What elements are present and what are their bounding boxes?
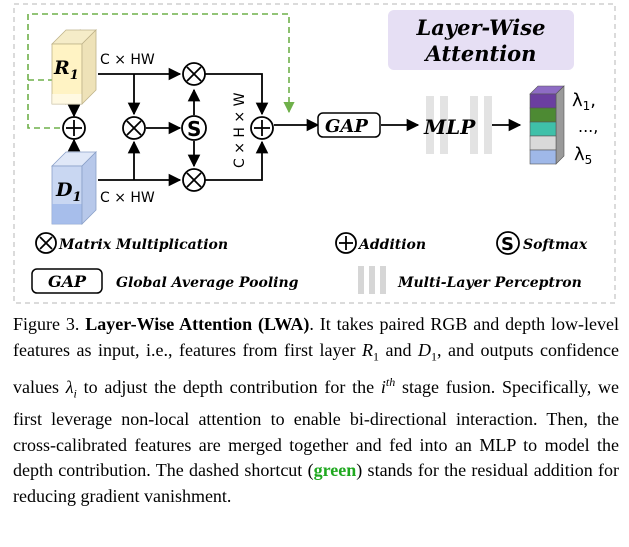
caption-text-1: . It takes paired RGB and depth low-leve…: [13, 314, 620, 360]
caption-title: Layer-Wise Attention (LWA): [85, 314, 310, 334]
caption-text-5: stage fusion. Specifically, we first lev…: [13, 376, 619, 481]
figure-frame: [13, 3, 616, 304]
matmul-node-top: [182, 62, 206, 86]
legend-softmax-label: Softmax: [523, 237, 588, 253]
matmul-node-bottom: [182, 168, 206, 192]
legend-addition-label: Addition: [357, 237, 426, 253]
lwa-title-box: [388, 10, 574, 70]
legend-gap-box: [31, 268, 103, 294]
lambda-stack: [529, 85, 565, 165]
dim-label-top: C × HW: [100, 52, 155, 68]
softmax-node: S: [181, 115, 207, 141]
caption-ith-sup: th: [385, 374, 396, 389]
legend-matmul-icon: [35, 232, 57, 254]
caption-text-2: and: [378, 339, 419, 360]
caption-green-word: green: [313, 460, 357, 481]
caption-ith: i: [380, 376, 386, 397]
gap-label: GAP: [325, 116, 368, 137]
lambda-5-label: λ5: [574, 144, 592, 167]
caption-lambda: λ: [65, 376, 74, 397]
caption-r1-sub: 1: [372, 349, 379, 364]
legend-mlp-label: Multi-Layer Perceptron: [397, 275, 582, 291]
residual-shortcut: [27, 79, 62, 129]
legend-gap-label: Global Average Pooling: [116, 275, 299, 291]
caption-text-4: to adjust the depth contribution for the: [76, 376, 381, 397]
svg-text:S: S: [187, 117, 201, 141]
caption-fig-label: Figure 3.: [13, 314, 80, 334]
caption-text-3: , and outputs confidence values: [13, 339, 620, 397]
gap-box: [317, 112, 381, 138]
dim-label-bottom: C × HW: [100, 190, 155, 206]
lwa-diagram: R1 D1 C × HW C × HW S: [13, 3, 616, 304]
legend-gap-box-label: GAP: [48, 272, 87, 291]
lambda-1-label: λ1,: [572, 90, 596, 113]
r1-feature-cube: [51, 29, 97, 105]
addition-node-merge: [250, 116, 274, 140]
figure-caption: Figure 3. Layer-Wise Attention (LWA). It…: [13, 312, 619, 509]
lwa-title-line1: Layer-Wise: [416, 15, 546, 40]
lambda-dots-label: ...,: [578, 117, 598, 136]
caption-lambda-sub: i: [73, 386, 77, 401]
r1-label: R1: [53, 57, 79, 83]
lwa-title-line2: Attention: [424, 41, 537, 66]
addition-node-input: [62, 116, 86, 140]
mlp-label: MLP: [423, 115, 476, 139]
dim-label-vertical: C × H × W: [232, 92, 248, 168]
caption-d1-sub: 1: [431, 349, 438, 364]
caption-r1: R: [361, 339, 373, 360]
d1-feature-cube: [51, 151, 97, 225]
d1-label: D1: [55, 179, 82, 205]
legend-addition-icon: [335, 232, 357, 254]
legend-matmul-label: Matrix Multiplication: [58, 237, 228, 253]
caption-text-6: ) stands for the residual addition for r…: [13, 460, 619, 506]
svg-text:S: S: [501, 234, 514, 255]
matmul-node-center: [122, 116, 146, 140]
legend-softmax-icon: S: [496, 231, 520, 255]
mlp-layers: [426, 96, 492, 154]
legend-mlp-icon: [358, 266, 386, 294]
caption-d1: D: [418, 339, 432, 360]
residual-shortcut-top: [27, 13, 295, 114]
